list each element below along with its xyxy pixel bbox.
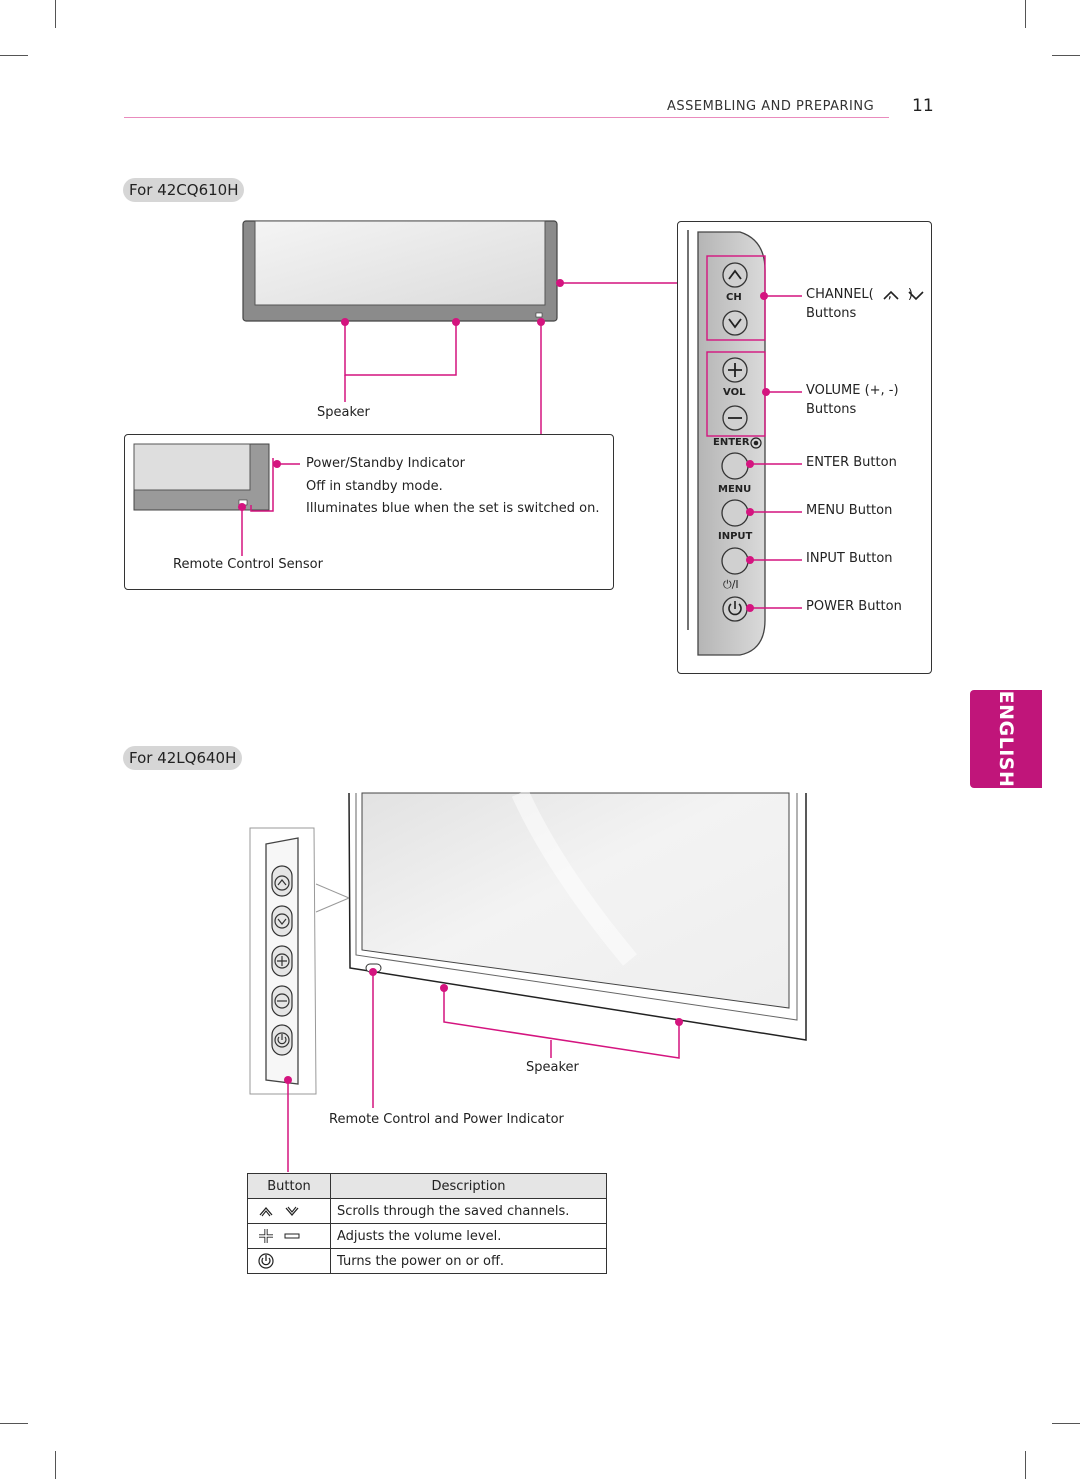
row-description: Scrolls through the saved channels.: [330, 1198, 607, 1224]
volume-plus-minus-icon: [259, 1229, 300, 1243]
crop-mark: [1025, 1451, 1026, 1479]
language-tab[interactable]: ENGLISH: [970, 690, 1042, 788]
channel-icons-cell: [247, 1198, 331, 1224]
channel-buttons-label: Buttons: [806, 306, 857, 321]
sensor-label: Remote Control Sensor: [173, 557, 323, 572]
speaker-label-b: Speaker: [526, 1060, 579, 1075]
input-text: INPUT: [718, 531, 753, 542]
table-row: Scrolls through the saved channels.: [247, 1198, 607, 1224]
side-keypad-inset: [249, 827, 350, 1095]
indicator-line2: Illuminates blue when the set is switche…: [306, 501, 600, 516]
model-b-title: For 42LQ640H: [123, 746, 243, 770]
speaker-label-a: Speaker: [317, 405, 370, 420]
table-header-description: Description: [330, 1173, 607, 1199]
row-description: Adjusts the volume level.: [330, 1223, 607, 1249]
volume-buttons-label: Buttons: [806, 402, 857, 417]
crop-mark: [55, 0, 56, 28]
section-title: ASSEMBLING AND PREPARING: [667, 99, 875, 114]
button-table: Button Description Scrolls through the s…: [247, 1173, 607, 1274]
crop-mark: [55, 1451, 56, 1479]
enter-text: ENTER: [713, 437, 750, 448]
power-icon: [258, 1253, 274, 1269]
enter-button-label: ENTER Button: [806, 455, 897, 470]
crop-mark: [0, 55, 28, 56]
volume-icons-cell: [247, 1223, 331, 1249]
power-button-label: POWER Button: [806, 599, 902, 614]
channel-up-down-icon: [259, 1206, 299, 1217]
indicator-line1: Off in standby mode.: [306, 479, 443, 494]
power-icon-cell: [247, 1248, 331, 1274]
ch-text: CH: [726, 292, 742, 303]
page-number: 11: [912, 96, 934, 116]
table-row: Adjusts the volume level.: [247, 1223, 607, 1249]
tv-42lq640h: [348, 789, 807, 1041]
tv-corner-inset: [133, 443, 270, 511]
row-description: Turns the power on or off.: [330, 1248, 607, 1274]
indicator-title: Power/Standby Indicator: [306, 456, 466, 471]
vol-text: VOL: [723, 387, 746, 398]
volume-label: VOLUME (+, -): [806, 383, 899, 398]
crop-mark: [1025, 0, 1026, 28]
menu-button-label: MENU Button: [806, 503, 893, 518]
channel-label: CHANNEL(,): [806, 287, 913, 302]
channel-label-end: ): [907, 287, 913, 302]
crop-mark: [1052, 1423, 1080, 1424]
indicator-label-b: Remote Control and Power Indicator: [329, 1112, 564, 1127]
channel-separator: ,: [887, 287, 892, 302]
tv-42cq610h: [242, 220, 558, 322]
power-text: ⏻/I: [723, 578, 739, 591]
side-control-panel: [687, 230, 766, 656]
model-a-title: For 42CQ610H: [123, 178, 245, 202]
crop-mark: [0, 1423, 28, 1424]
input-button-label: INPUT Button: [806, 551, 893, 566]
table-header-button: Button: [247, 1173, 331, 1199]
menu-text: MENU: [718, 484, 752, 495]
channel-label-text: CHANNEL(: [806, 287, 874, 302]
crop-mark: [1052, 55, 1080, 56]
header-rule: [124, 117, 889, 118]
table-row: Turns the power on or off.: [247, 1248, 607, 1274]
